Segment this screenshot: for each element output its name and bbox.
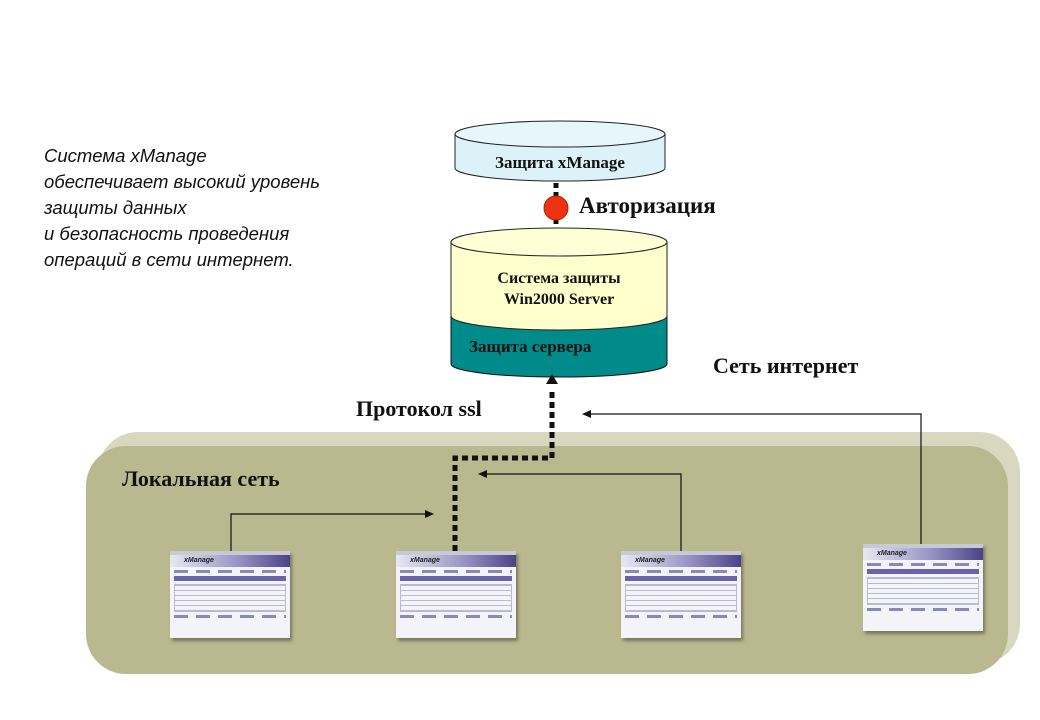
intro-line: операций в сети интернет. bbox=[44, 249, 294, 270]
ssl-connection bbox=[452, 392, 555, 551]
xmanage-protection-label: Защита xManage bbox=[495, 153, 625, 172]
server-protection-cylinder bbox=[450, 315, 668, 378]
arrowhead-3 bbox=[582, 410, 591, 418]
arrowhead-1 bbox=[425, 510, 434, 518]
intro-line: обеспечивает высокий уровень bbox=[44, 171, 321, 192]
screenshot-logo: xManage bbox=[410, 557, 440, 564]
intro-line: защиты данных bbox=[44, 197, 187, 218]
lan-panel bbox=[86, 432, 1020, 674]
win2000-protection-label: Система защиты Win2000 Server bbox=[451, 268, 667, 310]
workstation-screenshot-1: xManage bbox=[170, 551, 290, 638]
intro-line: и безопасность проведения bbox=[44, 223, 290, 244]
protocol-ssl-label: Протокол ssl bbox=[356, 396, 482, 421]
server-protection-label: Защита сервера bbox=[469, 337, 592, 356]
lan-label: Локальная сеть bbox=[122, 466, 280, 491]
workstation-screenshot-2: xManage bbox=[396, 551, 516, 638]
win2000-label-line1: Система защиты bbox=[497, 270, 621, 287]
xmanage-protection-cylinder bbox=[454, 120, 666, 182]
auth-dot bbox=[543, 195, 569, 221]
arrowhead-2 bbox=[478, 470, 487, 478]
intro-line: Система xManage bbox=[44, 145, 207, 166]
workstation-screenshot-4: xManage bbox=[863, 544, 983, 631]
screenshot-logo: xManage bbox=[635, 557, 665, 564]
win2000-label-line2: Win2000 Server bbox=[503, 291, 615, 308]
screenshot-logo: xManage bbox=[877, 550, 907, 557]
intro-text: Система xManage обеспечивает высокий уро… bbox=[44, 143, 384, 273]
authorization-label: Авторизация bbox=[579, 193, 716, 218]
network-arrows bbox=[230, 413, 922, 552]
win2000-protection-cylinder bbox=[450, 227, 668, 331]
internet-label: Сеть интернет bbox=[713, 353, 859, 378]
ssl-arrowhead bbox=[546, 374, 558, 384]
workstation-screenshot-3: xManage bbox=[621, 551, 741, 638]
screenshot-logo: xManage bbox=[184, 557, 214, 564]
